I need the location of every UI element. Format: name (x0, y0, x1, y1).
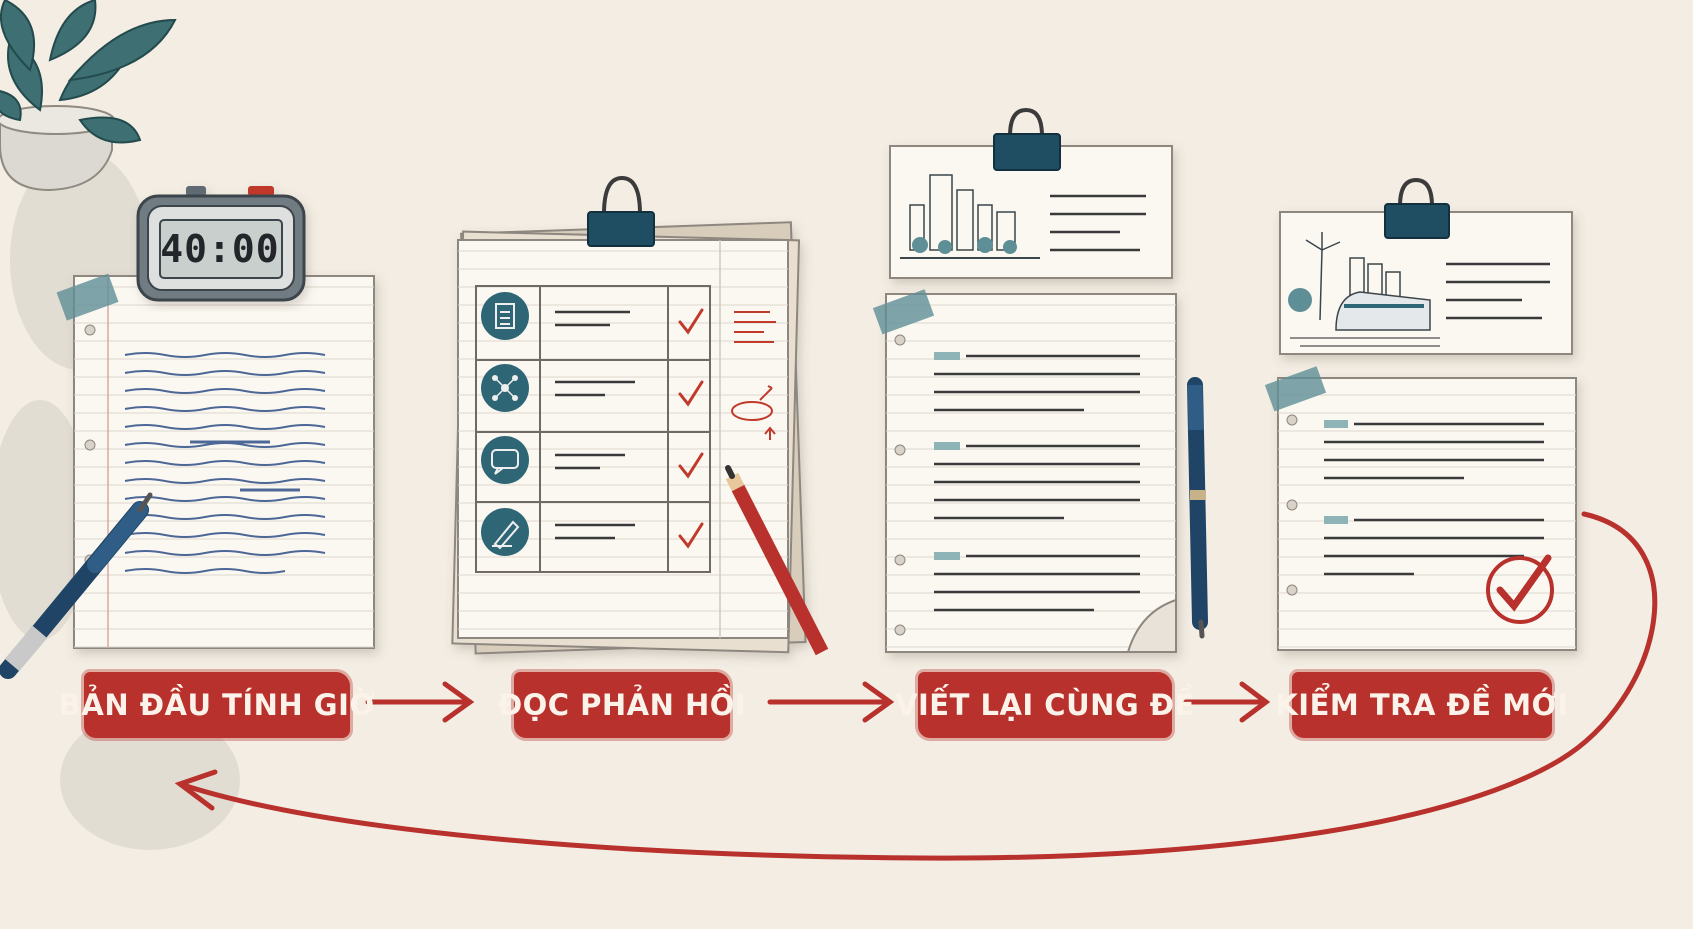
tape (56, 273, 119, 321)
rewrite-text (934, 352, 1140, 612)
speech-bubble-icon (481, 436, 529, 484)
step-label-read-feedback: ĐỌC PHẢN HỒI (498, 672, 746, 738)
paper-new-test (1277, 377, 1577, 651)
timer-display: 40:00 (160, 227, 280, 271)
paper-rewrite (885, 293, 1177, 653)
plant-icon (0, 0, 177, 192)
checkmark-icon (678, 308, 704, 549)
tape (872, 289, 935, 335)
margin-notes (731, 311, 776, 440)
step-label-timed-draft: BẢN ĐẦU TÍNH GIỜ (59, 672, 375, 738)
loop-arrow-icon (174, 511, 1658, 861)
binder-clip-icon (587, 175, 655, 247)
arrow-icon (767, 681, 895, 723)
edit-icon (481, 508, 529, 556)
checkmark-icon (1486, 554, 1554, 624)
card-text (1050, 194, 1146, 252)
pen-icon (1187, 377, 1208, 639)
wind-turbine-icon (1305, 232, 1341, 321)
feedback-table (475, 285, 711, 573)
network-icon (481, 364, 529, 412)
card-text (1446, 262, 1550, 320)
arrow-icon (365, 681, 475, 723)
timer-icon (136, 186, 306, 302)
new-test-text (1324, 420, 1544, 576)
pen-icon (0, 492, 153, 679)
binder-clip-icon (993, 107, 1061, 171)
table-text (555, 310, 635, 540)
plant-shadow (0, 150, 240, 850)
arrow-icon (1183, 681, 1271, 723)
document-icon (481, 292, 529, 340)
binder-clip-icon (1384, 177, 1450, 239)
pencil-icon (725, 465, 829, 656)
step-label-new-test: KIỂM TRA ĐỀ MỚI (1275, 672, 1568, 738)
tape (1264, 366, 1327, 412)
train-icon (1288, 257, 1440, 347)
handwriting (124, 352, 326, 574)
table-icons (481, 292, 529, 556)
step-label-rewrite: VIẾT LẠI CÙNG ĐỀ (895, 672, 1194, 738)
city-icon (900, 174, 1040, 259)
